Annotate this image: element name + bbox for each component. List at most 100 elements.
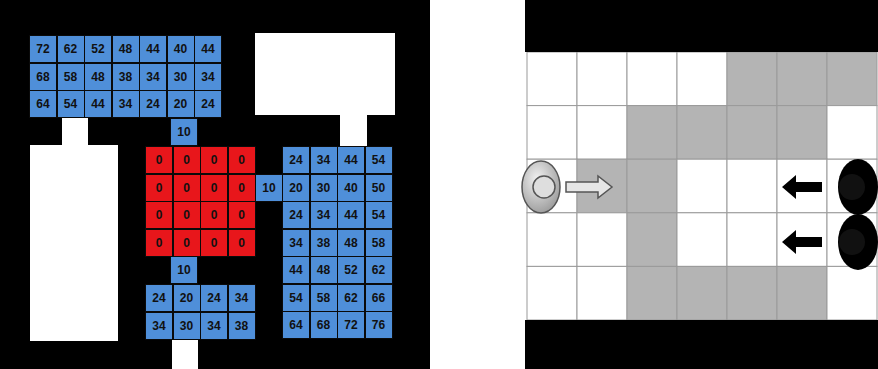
cost-cell: 0 [173, 146, 201, 174]
pedestrian-agent [782, 159, 878, 215]
corridor-cell [577, 52, 627, 106]
cost-cell: 44 [84, 90, 112, 118]
cost-cell: 72 [29, 35, 57, 63]
cost-cell: 34 [228, 284, 256, 312]
cost-cell: 38 [310, 229, 338, 257]
corridor-cell [777, 213, 827, 267]
corridor-cell [527, 213, 577, 267]
cost-cell: 52 [84, 35, 112, 63]
corridor-cell [577, 213, 627, 267]
corridor-cell [777, 266, 827, 320]
cost-cell: 0 [173, 201, 201, 229]
corridor-cell [627, 159, 677, 213]
cost-cell: 34 [282, 229, 310, 257]
obstacle-notch [62, 114, 88, 147]
cost-cell: 50 [365, 174, 393, 202]
cost-cell: 58 [365, 229, 393, 257]
corridor-cell [677, 159, 727, 213]
cost-cell: 72 [337, 311, 365, 339]
cost-cell: 76 [365, 311, 393, 339]
corridor-cell [677, 213, 727, 267]
cost-cell: 34 [200, 312, 228, 340]
cost-cell: 38 [112, 63, 140, 91]
cost-cell: 62 [337, 284, 365, 312]
pedestrian-agent [522, 161, 612, 213]
cost-cell: 48 [112, 35, 140, 63]
cost-cell: 24 [145, 284, 173, 312]
cost-cell: 34 [139, 63, 167, 91]
cost-cell: 10 [255, 174, 283, 202]
cost-cell: 0 [228, 229, 256, 257]
cost-cell: 30 [167, 63, 195, 91]
corridor-cell [827, 52, 877, 106]
cost-cell: 44 [337, 146, 365, 174]
obstacle-region [255, 33, 395, 115]
cost-cell: 34 [194, 63, 222, 91]
cost-cell: 52 [337, 256, 365, 284]
cost-cell: 54 [365, 146, 393, 174]
corridor-cell [777, 106, 827, 160]
cost-cell: 34 [112, 90, 140, 118]
cost-cell: 40 [337, 174, 365, 202]
cost-cell: 0 [228, 174, 256, 202]
cost-cell: 30 [173, 312, 201, 340]
obstacle-notch [340, 113, 367, 147]
cost-cell: 44 [282, 256, 310, 284]
cost-cell: 0 [200, 201, 228, 229]
obstacle-region [30, 145, 118, 341]
cost-cell: 0 [173, 229, 201, 257]
corridor-cell [777, 159, 827, 213]
cost-cell: 62 [57, 35, 85, 63]
corridor-cell [577, 106, 627, 160]
cost-cell: 34 [145, 312, 173, 340]
corridor-cell [677, 106, 727, 160]
cost-cell: 24 [282, 201, 310, 229]
cost-cell: 20 [167, 90, 195, 118]
wall-bar [525, 0, 878, 52]
cost-cell: 48 [84, 63, 112, 91]
corridor-cell [727, 266, 777, 320]
cost-cell: 0 [145, 229, 173, 257]
cost-cell: 44 [337, 201, 365, 229]
exit-notch [172, 339, 198, 369]
cost-cell: 58 [310, 284, 338, 312]
corridor-cell [527, 266, 577, 320]
cost-cell: 0 [200, 229, 228, 257]
cost-cell: 44 [139, 35, 167, 63]
cost-cell: 54 [365, 201, 393, 229]
corridor-cell [677, 266, 727, 320]
cost-cell: 24 [200, 284, 228, 312]
corridor-cell [727, 106, 777, 160]
cost-cell: 0 [200, 174, 228, 202]
cost-cell: 54 [282, 284, 310, 312]
corridor-cell [677, 52, 727, 106]
cost-cell: 40 [167, 35, 195, 63]
cost-cell: 0 [200, 146, 228, 174]
cost-cell: 24 [282, 146, 310, 174]
corridor-cell [527, 52, 577, 106]
corridor-cell [627, 213, 677, 267]
corridor-cell [627, 106, 677, 160]
cost-cell: 0 [145, 146, 173, 174]
cost-cell: 44 [194, 35, 222, 63]
cost-cell: 24 [194, 90, 222, 118]
corridor-cell [727, 213, 777, 267]
pedestrian-agent [782, 214, 878, 270]
cost-cell: 0 [228, 201, 256, 229]
cost-cell: 0 [173, 174, 201, 202]
cost-cell: 68 [310, 311, 338, 339]
corridor-cell [827, 106, 877, 160]
cost-cell: 38 [228, 312, 256, 340]
map-ground [0, 0, 430, 369]
cost-cell: 34 [310, 201, 338, 229]
corridor-cell [727, 159, 777, 213]
cost-cell: 10 [170, 256, 198, 284]
cost-cell: 30 [310, 174, 338, 202]
cost-cell: 62 [365, 256, 393, 284]
cost-cell: 20 [282, 174, 310, 202]
cost-cell: 64 [29, 90, 57, 118]
cost-cell: 0 [228, 146, 256, 174]
cost-cell: 66 [365, 284, 393, 312]
cost-cell: 48 [337, 229, 365, 257]
